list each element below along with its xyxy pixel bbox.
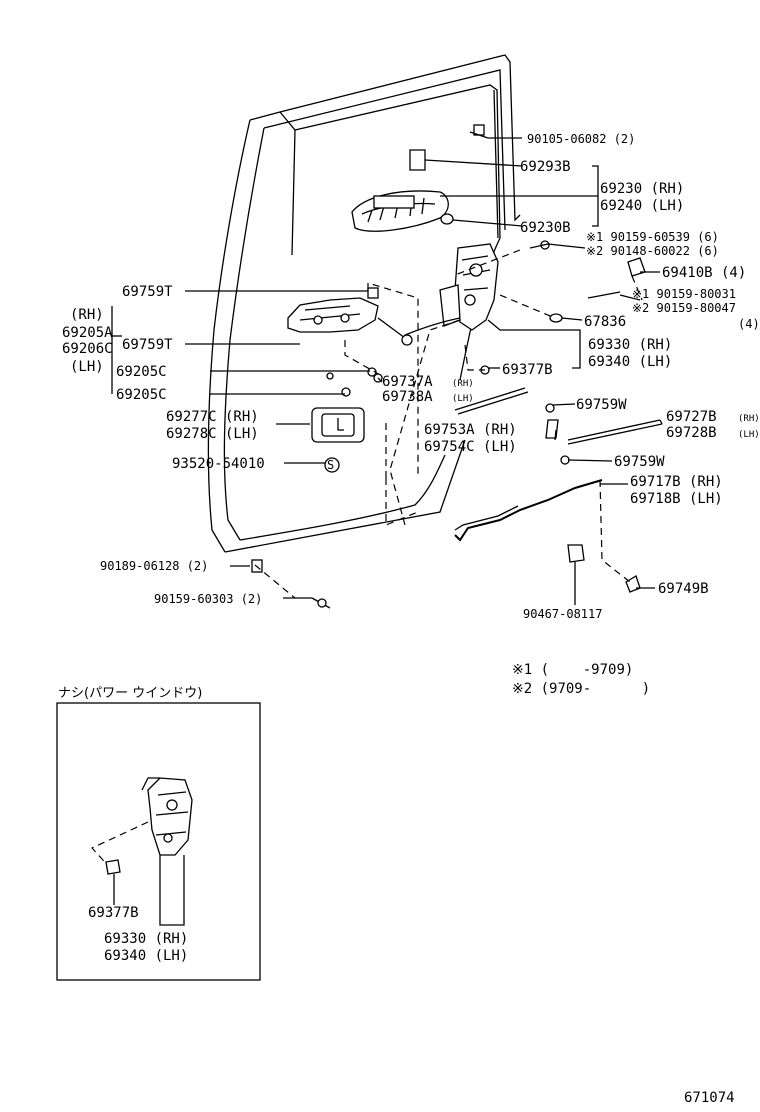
label-90159-80047: ※2 90159-80047 (632, 301, 736, 315)
label-90105: 90105-06082 (2) (527, 132, 635, 146)
bolt-90105 (469, 124, 489, 139)
label-93520: 93520-54010 (172, 456, 265, 472)
screw-93520: S (324, 457, 340, 473)
svg-text:S: S (327, 458, 334, 472)
label-69410B: 69410B (4) (662, 265, 746, 281)
label-69293B: 69293B (520, 159, 571, 175)
label-69277C: 69277C (RH) (166, 409, 259, 425)
inside-handle-bezel (311, 407, 365, 443)
inset-without-power-window: ナシ(パワー ウインドウ) 69377B 69330 (RH) 69340 (L… (56, 686, 261, 981)
label-69205C-upper: 69205C (116, 364, 167, 380)
label-69728B: 69728B (666, 425, 717, 441)
label-69340: 69340 (LH) (588, 354, 672, 370)
label-69753A: 69753A (RH) (424, 422, 517, 438)
label-69330: 69330 (RH) (588, 337, 672, 353)
label-69754C: 69754C (LH) (424, 439, 517, 455)
outside-handle (351, 190, 449, 232)
note-1: ※1 ( -9709) (512, 662, 633, 678)
label-69759W-upper: 69759W (576, 397, 627, 413)
lock-rods (454, 387, 663, 542)
label-90159-80031: ※1 90159-80031 (632, 287, 736, 301)
label-69205C-lower: 69205C (116, 387, 167, 403)
label-69240: 69240 (LH) (600, 198, 684, 214)
label-69727B: 69727B (666, 409, 717, 425)
inset-frame (56, 702, 261, 981)
inset-title: ナシ(パワー ウインドウ) (58, 686, 202, 701)
part-labels: 90105-06082 (2) 69293B 69230 (RH) 69240 … (62, 132, 760, 621)
label-69749B: 69749B (658, 581, 709, 597)
label-69206C: 69206C (62, 341, 113, 357)
callout-leaders (111, 137, 663, 605)
label-69728B-suffix: (LH) (738, 430, 760, 440)
label-lh: (LH) (70, 359, 104, 375)
label-69737A-suffix: (RH) (452, 379, 474, 389)
inset-label-69377B: 69377B (88, 905, 139, 921)
inside-handle-frame (287, 287, 413, 346)
label-69738A: 69738A (382, 389, 433, 405)
door-lock-assembly (404, 243, 499, 336)
label-69205A: 69205A (62, 325, 113, 341)
inset-label-69330: 69330 (RH) (104, 931, 188, 947)
label-90189: 90189-06128 (2) (100, 559, 208, 573)
clip-69293B (409, 149, 426, 171)
label-rh: (RH) (70, 307, 104, 323)
label-90159-60539: ※1 90159-60539 (6) (586, 230, 719, 244)
label-90159-60303: 90159-60303 (2) (154, 592, 262, 606)
label-69759T-upper: 69759T (122, 284, 173, 300)
label-90467: 90467-08117 (523, 607, 602, 621)
label-69737A: 69737A (382, 374, 433, 390)
label-qty-4: (4) (738, 317, 760, 331)
label-69230: 69230 (RH) (600, 181, 684, 197)
label-69230B: 69230B (520, 220, 571, 236)
pad-69230B (440, 213, 454, 225)
clips-69205C (326, 367, 377, 397)
label-69759T-lower: 69759T (122, 337, 173, 353)
date-notes: ※1 ( -9709) ※2 (9709- ) (512, 662, 650, 697)
dashed-leader-lines (254, 249, 643, 599)
note-2: ※2 (9709- ) (512, 681, 650, 697)
label-69377B: 69377B (502, 362, 553, 378)
diagram-code: 671074 (684, 1090, 735, 1106)
label-69278C: 69278C (LH) (166, 426, 259, 442)
door-panel-outline (207, 54, 521, 553)
label-67836: 67836 (584, 314, 626, 330)
label-69738A-suffix: (LH) (452, 394, 474, 404)
label-69759W-lower: 69759W (614, 454, 665, 470)
label-69718B: 69718B (LH) (630, 491, 723, 507)
label-69717B: 69717B (RH) (630, 474, 723, 490)
label-69727B-suffix: (RH) (738, 414, 760, 424)
inset-label-69340: 69340 (LH) (104, 948, 188, 964)
label-90148: ※2 90148-60022 (6) (586, 244, 719, 258)
